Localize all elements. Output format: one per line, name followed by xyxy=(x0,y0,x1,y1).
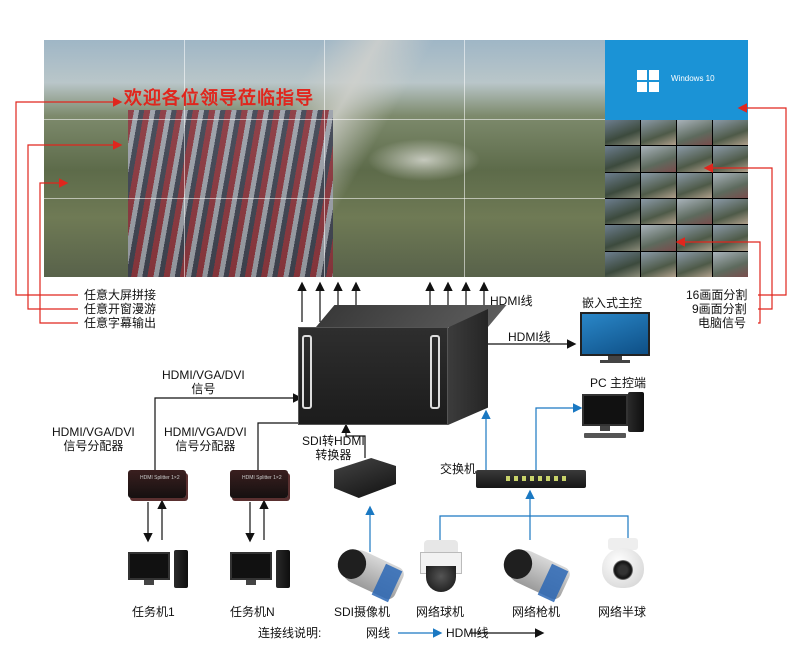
callout-line-roam xyxy=(27,140,123,310)
task-pc-1-label: 任务机1 xyxy=(132,605,175,619)
desktop-tower-icon xyxy=(174,550,188,588)
welcome-caption: 欢迎各位领导莅临指导 xyxy=(124,88,314,108)
monitor-icon xyxy=(128,552,172,588)
callout-line-16split xyxy=(737,103,787,296)
half-dome-camera-icon xyxy=(602,538,644,592)
windows-desktop-panel: Windows 10 xyxy=(605,40,748,120)
traffic-window-image xyxy=(128,110,333,277)
ptz-dome-camera-icon xyxy=(420,540,462,592)
task-pc-n-label: 任务机N xyxy=(230,605,275,619)
monitor-icon xyxy=(582,394,630,434)
feature-label-pc-signal: 电脑信号 xyxy=(698,316,747,330)
windows-logo-icon xyxy=(637,70,659,92)
legend-hdmi-label: HDMI线 xyxy=(446,626,489,640)
signal-label: HDMI/VGA/DVI 信号 xyxy=(162,368,245,396)
matrix-processor-icon xyxy=(298,305,507,425)
callout-line-splice xyxy=(15,97,123,296)
splitter-device-icon: HDMI Splitter 1×2 xyxy=(230,470,288,498)
hdmi-line-label-mid: HDMI线 xyxy=(508,330,551,344)
hdmi-line-label-top: HDMI线 xyxy=(490,294,533,308)
feature-label-splice: 任意大屏拼接 xyxy=(84,288,157,302)
feature-label-roam: 任意开窗漫游 xyxy=(84,302,157,316)
callout-line-pc xyxy=(675,237,761,324)
monitor-icon xyxy=(580,312,650,364)
splitter-1-label: HDMI/VGA/DVI 信号分配器 xyxy=(52,425,135,453)
video-wall: 欢迎各位领导莅临指导 Windows 10 xyxy=(44,40,748,277)
callout-line-caption xyxy=(39,178,78,324)
wall-divider xyxy=(324,40,325,277)
switch-label: 交换机 xyxy=(440,462,477,476)
wall-divider xyxy=(184,40,185,277)
network-dome-label: 网络球机 xyxy=(416,605,465,619)
sdi-converter-label: SDI转HDMI 转换器 xyxy=(302,434,365,462)
monitor-icon xyxy=(230,552,274,588)
pc-host-label: PC 主控端 xyxy=(590,376,647,390)
legend-network-label: 网线 xyxy=(366,626,391,640)
keyboard-icon xyxy=(584,433,626,438)
splitter-device-icon: HDMI Splitter 1×2 xyxy=(128,470,186,498)
feature-label-16split: 16画面分割 xyxy=(686,288,748,302)
embedded-host-label: 嵌入式主控 xyxy=(582,296,643,310)
callout-line-9split xyxy=(703,163,773,310)
feature-label-9split: 9画面分割 xyxy=(692,302,747,316)
desktop-tower-icon xyxy=(276,550,290,588)
wall-divider xyxy=(44,119,605,120)
network-half-dome-label: 网络半球 xyxy=(598,605,647,619)
sdi-camera-label: SDI摄像机 xyxy=(334,605,391,619)
network-switch-icon xyxy=(476,470,586,488)
splitter-2-label: HDMI/VGA/DVI 信号分配器 xyxy=(164,425,247,453)
wall-divider xyxy=(44,198,605,199)
feature-label-caption: 任意字幕输出 xyxy=(84,316,157,330)
wall-divider xyxy=(464,40,465,277)
network-bullet-label: 网络枪机 xyxy=(512,605,561,619)
desktop-tower-icon xyxy=(628,392,644,432)
windows-version-text: Windows 10 xyxy=(671,74,715,83)
legend-title: 连接线说明: xyxy=(258,626,322,640)
